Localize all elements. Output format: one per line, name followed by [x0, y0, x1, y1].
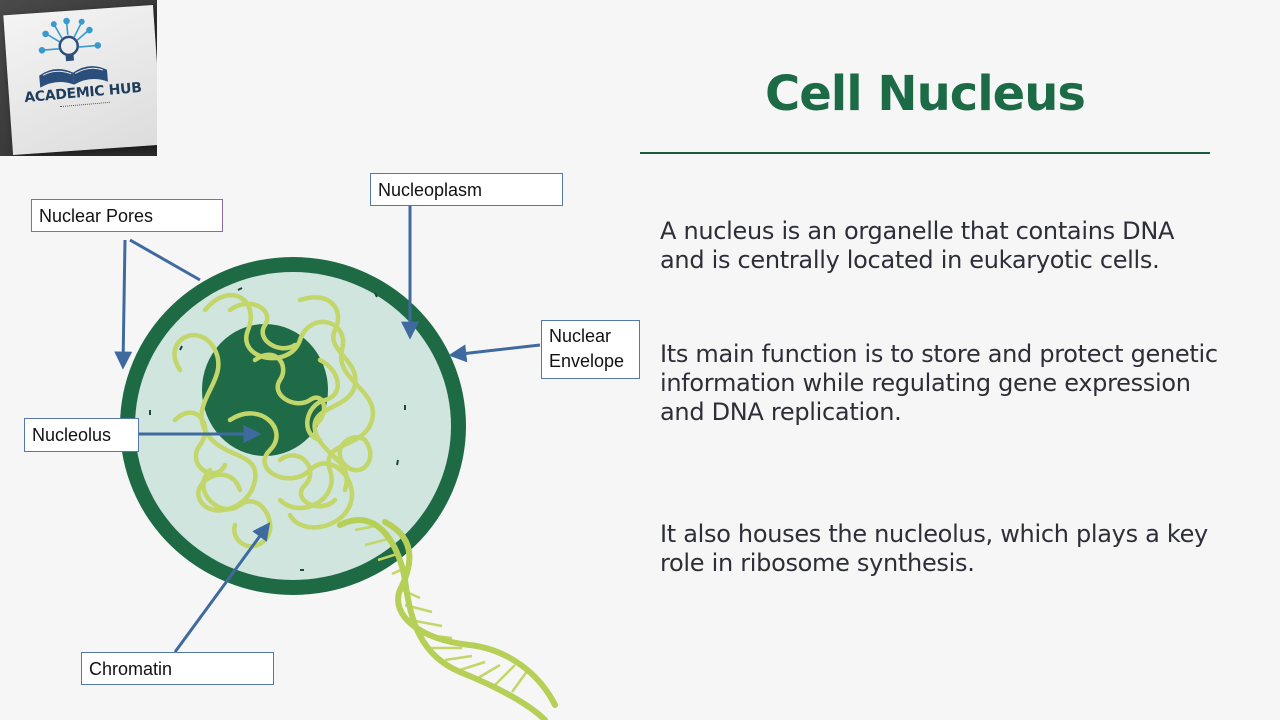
title-divider: [640, 152, 1210, 154]
dna-helix: [337, 517, 558, 720]
chromatin-arrow: [173, 522, 271, 653]
label-chromatin: Chromatin: [81, 652, 274, 685]
nuclear-pores-marks: [149, 287, 406, 571]
nuclear-envelope-arrow: [448, 343, 541, 363]
label-arrows: [114, 206, 541, 653]
nuclear-pores-arrow-right: [129, 238, 201, 282]
lightbulb-book-icon: [38, 17, 108, 88]
academic-hub-logo: ACADEMIC HUB: [0, 0, 157, 156]
nuclear-pores-arrow-left: [114, 239, 133, 370]
description-paragraph-1: A nucleus is an organelle that contains …: [660, 217, 1175, 274]
description-paragraph-3: It also houses the nucleolus, which play…: [660, 520, 1208, 577]
nucleus-diagram: [114, 206, 558, 720]
label-nuclear-envelope-line1: Nuclear: [549, 326, 612, 346]
label-nucleoplasm: Nucleoplasm: [370, 173, 563, 206]
label-nucleolus: Nucleolus: [24, 418, 139, 452]
label-nuclear-pores: Nuclear Pores: [31, 199, 223, 232]
label-nuclear-envelope: Nuclear Envelope: [541, 320, 640, 379]
nucleolus-shape: [202, 324, 328, 456]
description-paragraph-2: Its main function is to store and protec…: [660, 340, 1218, 426]
chromatin-strands: [172, 292, 376, 549]
page-title: Cell Nucleus: [765, 66, 1086, 122]
label-nuclear-envelope-line2: Envelope: [549, 351, 625, 371]
